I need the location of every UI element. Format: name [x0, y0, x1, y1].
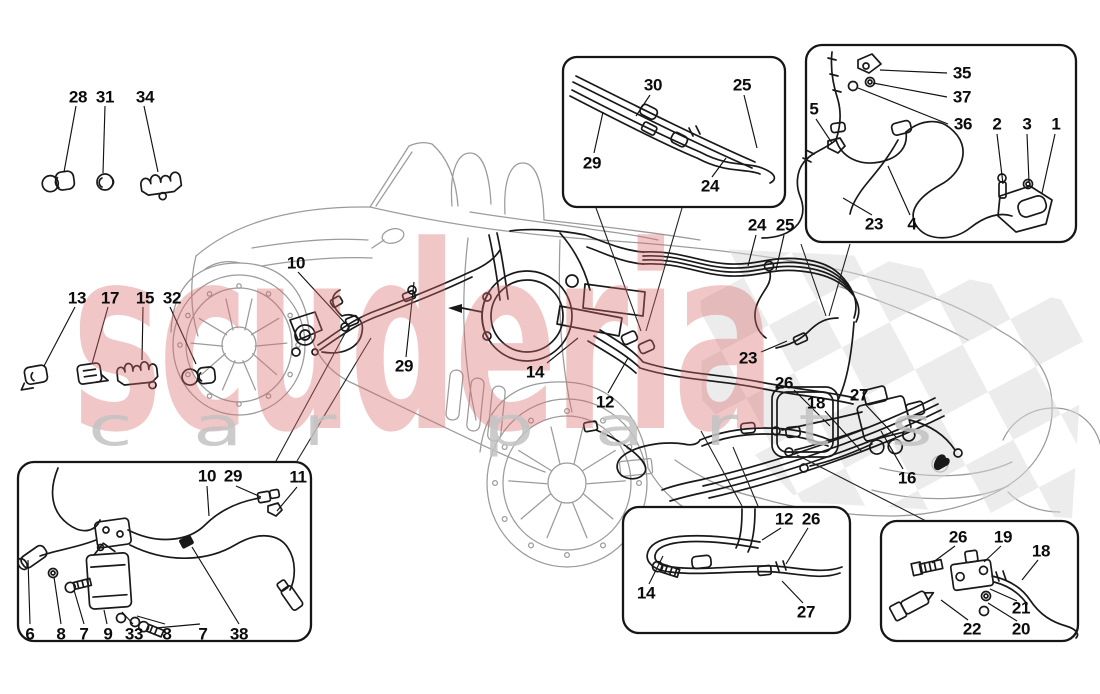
pipe-bundle-lower — [587, 329, 856, 405]
brake-lines — [20, 170, 963, 502]
checkered-flag-watermark — [700, 248, 1086, 518]
part-callout-12[interactable]: 12 — [595, 392, 615, 412]
part-callout-27[interactable]: 27 — [849, 385, 869, 405]
front-wheel — [172, 274, 306, 416]
part-callout-18[interactable]: 18 — [1031, 541, 1051, 561]
part-callout-5[interactable]: 5 — [809, 99, 819, 119]
part-callout-22[interactable]: 22 — [962, 619, 982, 639]
part-callout-26[interactable]: 26 — [774, 373, 794, 393]
inset-box-front-hose — [761, 43, 1078, 244]
part-callout-37[interactable]: 37 — [952, 87, 972, 107]
part-callout-2[interactable]: 2 — [992, 114, 1002, 134]
watermark-brand-text: scuderia — [72, 192, 772, 489]
part-callout-19[interactable]: 19 — [993, 527, 1013, 547]
part-callout-4[interactable]: 4 — [907, 214, 917, 234]
part-callout-9[interactable]: 9 — [103, 624, 113, 644]
inset-box-union-sensor — [879, 519, 1080, 643]
part-callout-33[interactable]: 33 — [124, 624, 144, 644]
part-callout-10[interactable]: 10 — [197, 466, 217, 486]
part-callout-31[interactable]: 31 — [95, 87, 115, 107]
part-callout-14[interactable]: 14 — [525, 362, 545, 382]
clip-31 — [96, 173, 115, 191]
part-callout-38[interactable]: 38 — [229, 624, 249, 644]
part-callout-21[interactable]: 21 — [1011, 598, 1031, 618]
abs-unit — [856, 385, 926, 455]
clip-32 — [181, 366, 217, 386]
part-callout-25[interactable]: 25 — [775, 215, 795, 235]
part-callout-36[interactable]: 36 — [953, 114, 973, 134]
part-callout-26[interactable]: 26 — [948, 527, 968, 547]
inset-box-sensor-harness — [16, 460, 313, 643]
part-callout-24[interactable]: 24 — [747, 215, 767, 235]
part-callout-23[interactable]: 23 — [738, 348, 758, 368]
part-callout-16[interactable]: 16 — [897, 468, 917, 488]
part-callout-10[interactable]: 10 — [286, 253, 306, 273]
part-callout-8[interactable]: 8 — [56, 624, 66, 644]
part-callout-17[interactable]: 17 — [100, 288, 120, 308]
part-callout-18[interactable]: 18 — [806, 393, 826, 413]
brake-booster — [448, 270, 646, 362]
part-callout-7[interactable]: 7 — [79, 624, 89, 644]
part-callout-35[interactable]: 35 — [952, 63, 972, 83]
watermark-sub-text: car parts — [88, 395, 993, 458]
part-callout-14[interactable]: 14 — [636, 583, 656, 603]
part-callout-26[interactable]: 26 — [801, 509, 821, 529]
part-callout-23[interactable]: 23 — [864, 214, 884, 234]
pipe-bundle-upper — [509, 228, 860, 323]
part-callout-6[interactable]: 6 — [25, 624, 35, 644]
part-callout-3[interactable]: 3 — [1022, 114, 1032, 134]
ferrari-badge-icon — [933, 454, 950, 471]
part-callout-30[interactable]: 30 — [643, 75, 663, 95]
clip-34 — [140, 171, 183, 201]
part-callout-25[interactable]: 25 — [732, 75, 752, 95]
clip-13 — [20, 364, 49, 391]
part-callout-29[interactable]: 29 — [394, 356, 414, 376]
part-callout-29[interactable]: 29 — [223, 466, 243, 486]
part-callout-20[interactable]: 20 — [1011, 619, 1031, 639]
clip-15 — [116, 360, 159, 390]
part-callout-12[interactable]: 12 — [774, 509, 794, 529]
leader-lines — [43, 105, 904, 470]
part-callout-27[interactable]: 27 — [796, 602, 816, 622]
part-callout-29[interactable]: 29 — [582, 153, 602, 173]
inset-box-rear-pipes — [621, 505, 852, 635]
pressure-pipe-23 — [754, 260, 839, 349]
part-callout-11[interactable]: 11 — [289, 467, 307, 487]
clip-17 — [76, 362, 109, 385]
part-callout-13[interactable]: 13 — [67, 288, 87, 308]
part-callout-8[interactable]: 8 — [162, 624, 172, 644]
part-callout-7[interactable]: 7 — [198, 624, 208, 644]
part-callout-32[interactable]: 32 — [162, 288, 182, 308]
part-callout-34[interactable]: 34 — [135, 87, 155, 107]
rear-pipe-bundle — [661, 397, 945, 502]
part-callout-24[interactable]: 24 — [700, 176, 720, 196]
part-callout-15[interactable]: 15 — [135, 288, 155, 308]
inset-connectors — [275, 207, 931, 524]
part-callout-28[interactable]: 28 — [68, 87, 88, 107]
rear-sensor-wire — [582, 420, 831, 480]
part-callout-1[interactable]: 1 — [1051, 114, 1061, 134]
inset-box-front-pipes — [561, 55, 787, 209]
front-brake-hoses — [289, 249, 501, 357]
